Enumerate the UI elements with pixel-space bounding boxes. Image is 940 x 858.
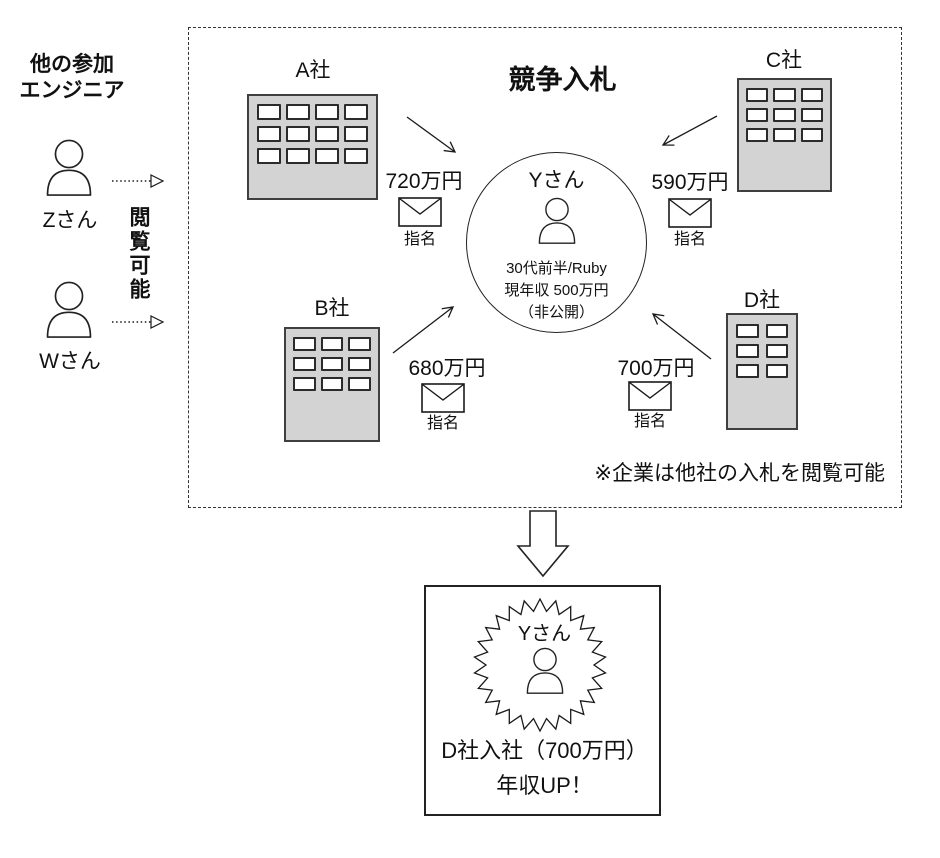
view-permission-label: 閲覧可能 [127,206,150,302]
candidate-name: Yさん [528,169,585,192]
company-a-tag: 指名 [403,231,436,248]
result-box: Yさん D社入社（700万円） 年収UP！ [424,585,661,816]
person-icon [41,139,97,197]
envelope-icon [398,197,442,227]
flow-down-block-arrow [516,510,570,578]
company-c-bid: 590万円 [651,171,729,194]
person-icon [534,196,580,246]
company-a-label: A社 [295,59,331,82]
result-name: Yさん [517,623,572,645]
company-d-bid: 700万円 [617,357,695,380]
result-outcome: D社入社（700万円） [441,738,648,763]
building-windows [728,315,796,378]
candidate-profile-line: （非公開） [518,303,594,321]
company-b-tag: 指名 [426,415,459,432]
company-c-tag: 指名 [673,231,706,248]
left-panel-title: 他の参加 エンジニア [19,53,125,103]
candidate-profile-line: 現年収 500万円 [504,281,609,299]
building-windows [249,96,376,164]
candidate-profile-line: 30代前半/Ruby [506,260,607,278]
company-c-building [737,78,832,192]
company-b-building [284,327,380,442]
bidding-note: ※企業は他社の入札を閲覧可能 [594,462,885,485]
company-b-label: B社 [314,297,350,320]
company-d-label: D社 [743,289,781,312]
result-message: 年収UP！ [496,773,593,798]
company-d-tag: 指名 [633,413,666,430]
building-windows [286,329,378,391]
company-d-building [726,313,798,430]
company-a-bid: 720万円 [385,170,463,193]
envelope-icon [628,381,672,411]
bidding-boundary-box [188,27,902,508]
company-c-label: C社 [765,49,803,72]
candidate-circle: Yさん 30代前半/Ruby 現年収 500万円 （非公開） [466,152,647,333]
company-a-building [247,94,378,200]
person-icon [41,281,97,339]
engineer-z-label: Zさん [42,209,98,232]
bidding-title: 競争入札 [508,65,617,95]
company-b-bid: 680万円 [408,357,486,380]
engineer-w-label: Wさん [39,350,101,373]
envelope-icon [668,198,712,228]
building-windows [739,80,830,142]
person-icon [522,647,568,695]
envelope-icon [421,383,465,413]
